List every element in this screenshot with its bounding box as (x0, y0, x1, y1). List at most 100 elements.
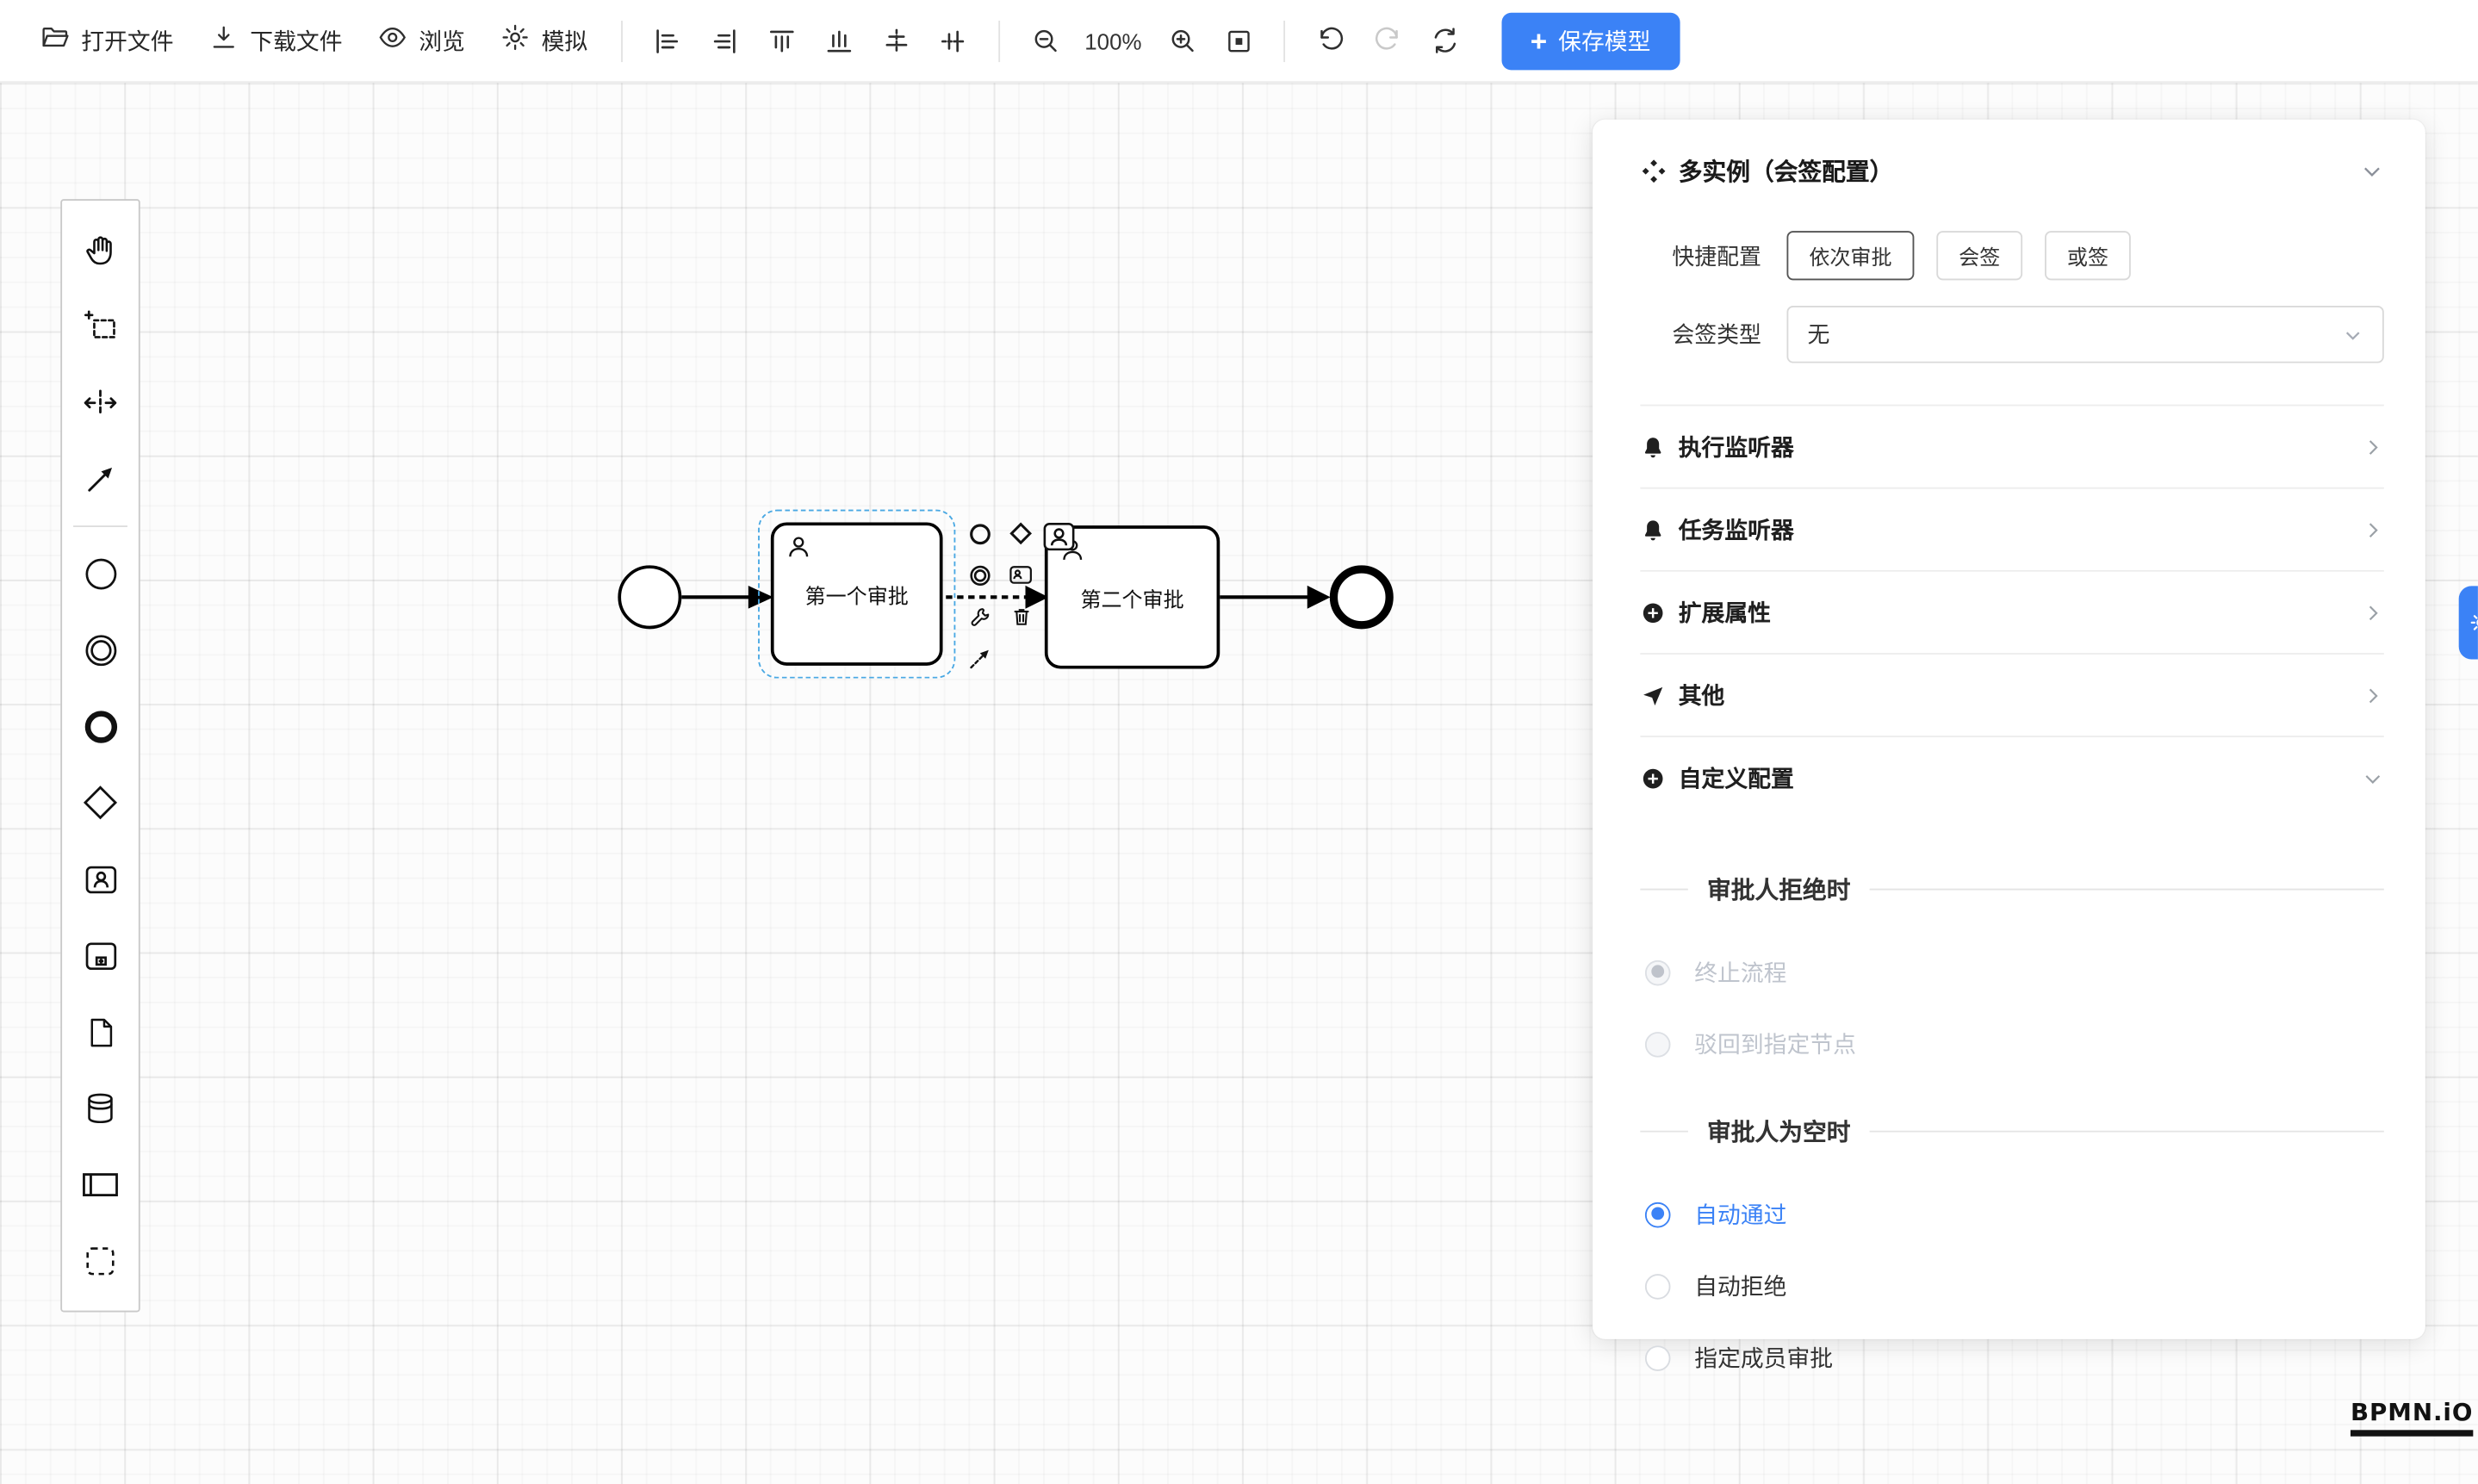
align-bottom-button[interactable] (810, 14, 868, 68)
align-left-button[interactable] (638, 14, 696, 68)
append-gateway-button[interactable] (1003, 516, 1039, 551)
save-model-button[interactable]: + 保存模型 (1501, 11, 1680, 70)
section-execution-listeners[interactable]: 执行监听器 (1640, 404, 2384, 487)
chevron-right-icon (2369, 605, 2378, 620)
bpmn-io-logo[interactable]: BPMN.iO (2350, 1398, 2474, 1436)
participant-icon (83, 1173, 118, 1197)
radio-auto-reject[interactable]: 自动拒绝 (1640, 1270, 2383, 1303)
intermediate-event-icon (84, 634, 116, 666)
quick-option-countersign[interactable]: 会签 (1936, 231, 2023, 281)
start-event-shape[interactable] (618, 565, 682, 630)
panel-title: 多实例（会签配置） (1678, 158, 1894, 186)
refresh-icon (1433, 28, 1456, 53)
properties-panel: 多实例（会签配置） 快捷配置 依次审批 会签 或签 会签类型 无 执行监听 (1592, 119, 2425, 1373)
group-icon (86, 1247, 115, 1276)
palette-end-event[interactable] (67, 688, 134, 765)
diagram-canvas[interactable]: 第一个审批 (0, 83, 2478, 1484)
logo-text: BPMN.iO (2350, 1398, 2474, 1427)
open-file-button[interactable]: 打开文件 (22, 11, 191, 70)
multi-instance-icon (1642, 158, 1666, 183)
fit-viewport-button[interactable] (1210, 14, 1268, 68)
section-other[interactable]: 其他 (1640, 653, 2384, 736)
palette-hand-tool[interactable] (67, 212, 134, 289)
download-file-label: 下载文件 (250, 30, 343, 56)
simulate-button[interactable]: 模拟 (482, 11, 605, 70)
task-first-approval[interactable]: 第一个审批 (770, 522, 943, 666)
replace-wrench-button[interactable] (962, 599, 997, 634)
redo-icon (1375, 27, 1397, 50)
empty-heading-row: 审批人为空时 (1640, 1115, 2384, 1148)
palette-gateway[interactable] (67, 764, 134, 841)
palette (60, 199, 140, 1313)
section-extended-properties[interactable]: 扩展属性 (1640, 569, 2384, 653)
quick-option-sequential[interactable]: 依次审批 (1786, 231, 1915, 281)
radio-label: 自动通过 (1694, 1203, 1787, 1230)
sign-type-label: 会签类型 (1672, 321, 1761, 348)
refresh-button[interactable] (1416, 14, 1474, 68)
redo-button[interactable] (1358, 14, 1416, 68)
undo-button[interactable] (1301, 14, 1359, 68)
zoom-in-button[interactable] (1153, 14, 1211, 68)
palette-data-object[interactable] (67, 994, 134, 1071)
radio-button[interactable] (1644, 1344, 1671, 1370)
send-icon (1643, 686, 1663, 705)
section-label: 任务监听器 (1678, 518, 1794, 545)
delete-trash-button[interactable] (1003, 599, 1039, 634)
palette-participant[interactable] (67, 1146, 134, 1223)
panel-title-row[interactable]: 多实例（会签配置） (1640, 135, 2383, 205)
empty-heading: 审批人为空时 (1707, 1119, 1851, 1147)
space-tool-icon (84, 389, 117, 417)
append-intermediate-event-button[interactable] (962, 557, 997, 593)
radio-auto-pass[interactable]: 自动通过 (1640, 1197, 2383, 1231)
radio-assign-member[interactable]: 指定成员审批 (1640, 1341, 2383, 1375)
section-label: 扩展属性 (1678, 601, 1771, 628)
chevron-down-icon (2365, 774, 2381, 784)
zoom-out-button[interactable] (1016, 14, 1074, 68)
connect-tool-button[interactable] (962, 640, 997, 675)
toolbar-divider (1283, 20, 1286, 62)
align-right-icon (713, 28, 736, 53)
data-store-icon (88, 1093, 113, 1124)
align-right-button[interactable] (696, 14, 754, 68)
align-center-horizontal-button[interactable] (868, 14, 926, 68)
chevron-down-icon (2345, 331, 2360, 339)
palette-user-task[interactable] (67, 841, 134, 917)
palette-global-connect-tool[interactable] (67, 441, 134, 518)
palette-subprocess[interactable] (67, 917, 134, 994)
quick-option-orsign[interactable]: 或签 (2045, 231, 2131, 281)
align-middle-vertical-button[interactable] (925, 14, 983, 68)
toolbar: 打开文件 下载文件 浏览 模拟 (0, 0, 2478, 84)
append-user-task-button[interactable] (1003, 557, 1039, 593)
align-top-button[interactable] (754, 14, 811, 68)
simulate-label: 模拟 (541, 30, 588, 56)
radio-label: 自动拒绝 (1694, 1275, 1787, 1301)
quick-config-label: 快捷配置 (1672, 242, 1761, 269)
palette-intermediate-event[interactable] (67, 612, 134, 688)
palette-space-tool[interactable] (67, 364, 134, 441)
palette-separator (73, 525, 127, 527)
section-custom-config[interactable]: 自定义配置 (1640, 736, 2384, 818)
folder-open-icon (40, 22, 70, 59)
plus-circle-icon (1643, 767, 1663, 788)
global-connect-icon (88, 467, 113, 492)
sign-type-select[interactable]: 无 (1786, 305, 2384, 363)
palette-group[interactable] (67, 1223, 134, 1300)
lasso-tool-icon (84, 309, 115, 338)
toolbar-divider (998, 20, 1001, 62)
radio-button[interactable] (1644, 1201, 1671, 1227)
download-file-button[interactable]: 下载文件 (191, 11, 360, 70)
zoom-out-icon (1034, 29, 1056, 53)
section-task-listeners[interactable]: 任务监听器 (1640, 487, 2384, 570)
radio-button[interactable] (1644, 1273, 1671, 1299)
palette-lasso-tool[interactable] (67, 289, 134, 365)
append-user-task-preview[interactable] (1043, 522, 1075, 551)
palette-data-store[interactable] (67, 1070, 134, 1146)
user-task-icon (84, 865, 116, 893)
end-event-shape[interactable] (1329, 565, 1394, 630)
settings-tab[interactable] (2458, 586, 2478, 660)
gear-icon (500, 22, 531, 59)
append-end-event-button[interactable] (962, 516, 997, 551)
preview-button[interactable]: 浏览 (360, 11, 482, 70)
palette-start-event[interactable] (67, 535, 134, 612)
toolbar-divider (621, 20, 623, 62)
